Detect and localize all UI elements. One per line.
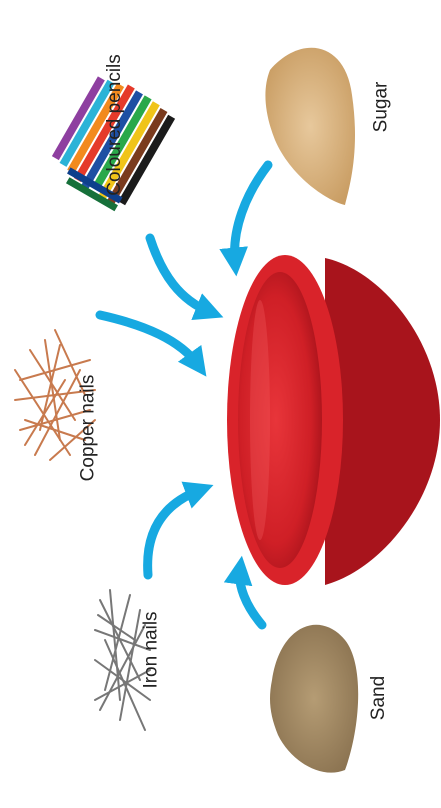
arrow-from-pencils — [150, 238, 210, 312]
label-coloured-pencils: Coloured pencils — [104, 54, 126, 196]
red-bowl-image — [227, 255, 440, 585]
sand-pile-image — [270, 625, 358, 773]
sugar-pile-image — [265, 48, 355, 205]
arrow-from-copper — [100, 315, 198, 365]
label-sugar: Sugar — [370, 82, 392, 133]
arrow-from-iron — [148, 490, 200, 575]
label-iron-nails: Iron nails — [140, 611, 162, 688]
label-sand: Sand — [368, 676, 390, 720]
arrow-from-sand — [240, 570, 262, 625]
label-copper-nails: Copper nails — [77, 375, 99, 482]
arrow-from-sugar — [235, 165, 268, 262]
